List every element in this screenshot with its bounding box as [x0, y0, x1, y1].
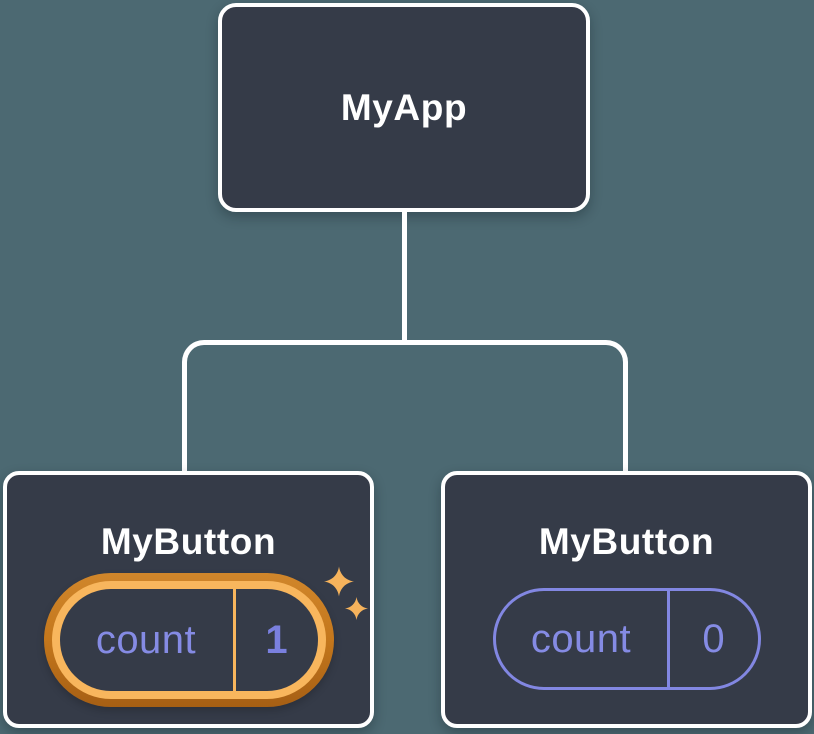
state-pill-body: count 0 — [492, 588, 761, 690]
state-value-label: 1 — [265, 617, 288, 662]
state-value-label: 0 — [702, 616, 725, 661]
pill-divider — [232, 589, 236, 691]
state-value-cell: 1 — [236, 589, 318, 691]
node-mybutton-left: MyButton count 1 — [3, 471, 374, 728]
state-key-label: count — [95, 617, 197, 662]
node-myapp-label: MyApp — [340, 86, 468, 128]
node-mybutton-left-label: MyButton — [100, 521, 277, 562]
state-pill-highlighted: count 1 — [43, 573, 334, 707]
sparkle-large-icon — [324, 566, 354, 597]
pill-divider — [666, 591, 670, 687]
state-key-cell: count — [60, 589, 233, 691]
state-pill-outer-ring: count 1 — [43, 573, 334, 707]
state-pill-default: count 0 — [492, 588, 761, 690]
tree-connector-bracket — [182, 340, 628, 472]
node-mybutton-right-label: MyButton — [538, 521, 715, 562]
state-pill-body: count 1 — [59, 589, 318, 691]
tree-connector-stem — [402, 210, 407, 344]
node-mybutton-right: MyButton count 0 — [441, 471, 812, 728]
sparkle-small-icon — [345, 597, 368, 620]
state-value-cell: 0 — [670, 591, 758, 687]
state-key-cell: count — [496, 591, 667, 687]
state-pill-inner-ring: count 1 — [51, 581, 326, 699]
state-key-label: count — [530, 616, 632, 661]
node-myapp: MyApp — [218, 3, 590, 212]
